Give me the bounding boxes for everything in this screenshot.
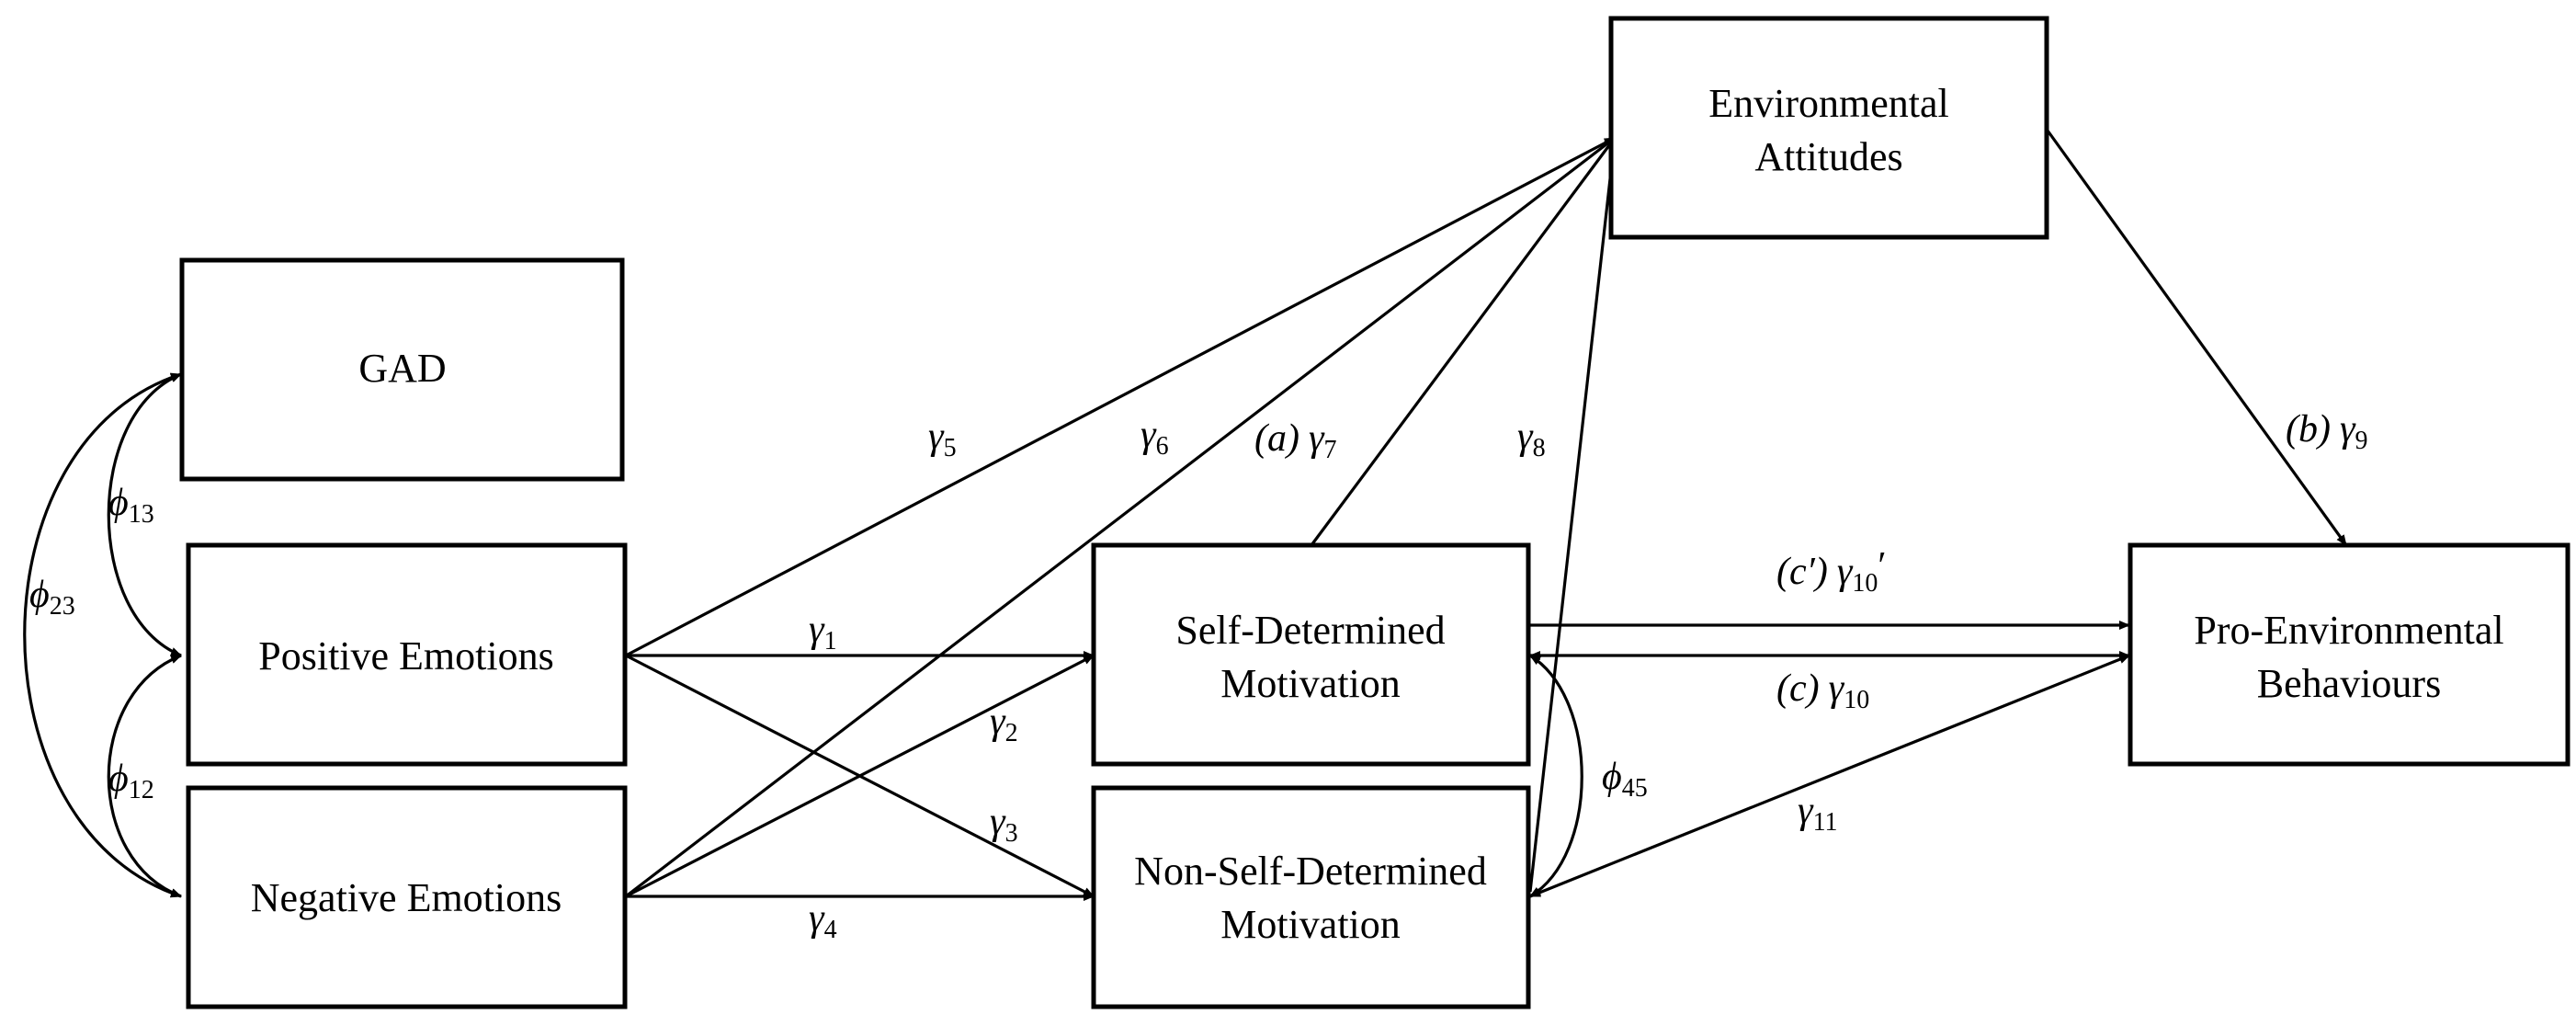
node-positive-emotions-label: Positive Emotions (258, 633, 553, 678)
label-gamma1: γ1 (809, 609, 837, 656)
node-pro-environmental-behaviours: Pro-Environmental Behaviours (2128, 542, 2570, 767)
node-gad: GAD (179, 257, 625, 482)
path-gamma11 (1529, 654, 2130, 898)
node-pro-environmental-behaviours-line2: Behaviours (2257, 661, 2441, 706)
node-environmental-attitudes: Environmental Attitudes (1608, 16, 2049, 240)
node-self-determined-motivation: Self-Determined Motivation (1091, 542, 1531, 767)
label-phi12: ϕ12 (108, 758, 154, 804)
path-gamma5 (625, 136, 1616, 657)
path-gamma9 (2046, 130, 2348, 546)
label-gamma7: (a)γ7 (1254, 417, 1337, 464)
label-gamma3: γ3 (990, 801, 1018, 848)
node-negative-emotions-label: Negative Emotions (251, 875, 562, 920)
covariance-phi23 (23, 372, 182, 898)
covariance-phi12 (107, 654, 182, 898)
path-gamma7 (1310, 137, 1617, 546)
label-gamma5: γ5 (928, 416, 957, 462)
path-gamma2 (625, 654, 1095, 898)
label-gamma10: (c)γ10 (1776, 667, 1869, 714)
node-environmental-attitudes-line2: Attitudes (1754, 134, 1902, 179)
label-gamma11: γ11 (1798, 790, 1838, 837)
node-pro-environmental-behaviours-line1: Pro-Environmental (2194, 608, 2503, 653)
label-phi13: ϕ13 (108, 482, 154, 529)
label-phi45: ϕ45 (1602, 756, 1648, 803)
label-gamma6: γ6 (1140, 414, 1169, 461)
node-self-determined-motivation-line1: Self-Determined (1175, 608, 1445, 653)
label-gamma2: γ2 (990, 701, 1018, 747)
label-phi23: ϕ23 (29, 574, 75, 621)
node-non-self-determined-motivation-line2: Motivation (1220, 902, 1401, 947)
covariance-phi45 (1529, 654, 1583, 898)
node-environmental-attitudes-line1: Environmental (1708, 81, 1949, 126)
node-self-determined-motivation-line2: Motivation (1220, 661, 1401, 706)
node-non-self-determined-motivation: Non-Self-Determined Motivation (1091, 785, 1531, 1009)
label-gamma10-prime: (c′)γ10′ (1776, 545, 1887, 598)
node-non-self-determined-motivation-line1: Non-Self-Determined (1134, 849, 1487, 894)
node-negative-emotions: Negative Emotions (186, 785, 628, 1009)
covariance-phi13 (107, 372, 182, 657)
label-gamma4: γ4 (809, 897, 837, 944)
label-gamma9: (b)γ9 (2286, 408, 2368, 455)
path-gamma6 (625, 136, 1616, 898)
node-positive-emotions: Positive Emotions (186, 542, 628, 767)
label-gamma8: γ8 (1517, 416, 1546, 462)
node-gad-label: GAD (358, 346, 446, 391)
